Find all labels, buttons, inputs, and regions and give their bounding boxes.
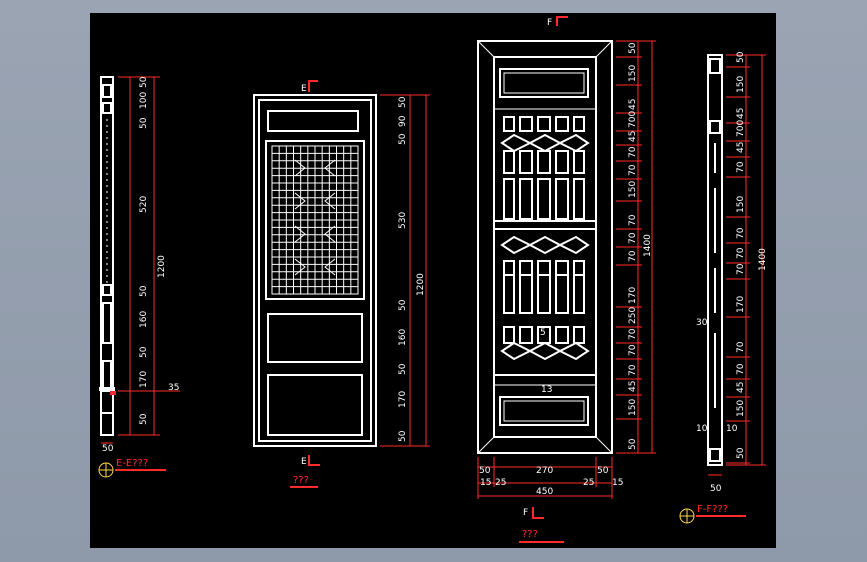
door-dim-0: 50 [398,96,408,108]
window-marker-bottom: F [523,508,528,518]
door-marker-bottom: E [301,457,307,467]
section-right-dim: 50 [736,51,746,63]
window-right-dim: 250 [628,307,638,324]
window-bottom-dim-3: 15 [480,478,491,488]
window-bottom-dim-7: 15 [612,478,623,488]
window-right-dim: 50 [628,42,638,54]
section-right-dim: 70 [736,341,746,353]
section-right-total-height: 1400 [758,248,768,271]
door-label: ??? [293,475,309,486]
section-left-dim-10: 50 [139,413,149,425]
section-right-dim: 150 [736,400,746,417]
window-right-dim: 150 [628,181,638,198]
section-left-dim-6: 160 [139,311,149,328]
section-left-dim-1: 100 [139,92,149,109]
window-right-dim: 700 [628,111,638,128]
section-right-dim-30: 30 [696,318,708,328]
door-dim-4: 1200 [416,273,426,296]
section-left-label: E-E??? [116,458,148,469]
section-left-dim-9: 35 [168,383,179,393]
section-right-dim: 45 [736,142,746,153]
door-dim-1: 90 [398,115,408,127]
section-right-dim: 700 [736,120,746,137]
window-callout-13: 13 [541,385,552,395]
window-elevation: F 50150457004570701507070701702507070704… [477,16,656,543]
door-dim-6: 160 [398,329,408,346]
section-e-e: 50 100 50 520 1200 50 160 50 170 35 50 5… [98,76,180,478]
door-dim-2: 50 [398,133,408,145]
door-dim-9: 50 [398,430,408,442]
window-right-dim: 45 [628,99,638,110]
door-dim-3: 530 [398,212,408,229]
section-right-dim: 45 [736,382,746,393]
section-left-dim-7: 50 [139,346,149,358]
window-marker-top: F [547,18,552,28]
section-right-dim: 150 [736,196,746,213]
door-dim-7: 50 [398,363,408,375]
section-right-label: F-F??? [697,504,728,515]
window-right-dim: 50 [628,438,638,450]
window-right-dim: 70 [628,232,638,244]
window-right-dim: 70 [628,164,638,176]
section-right-dim: 70 [736,227,746,239]
section-right-dim-10a: 10 [696,424,708,434]
section-right-dim: 50 [736,447,746,459]
window-bottom-dim-6: 25 [583,478,594,488]
section-right-dim: 70 [736,363,746,375]
door-dim-8: 170 [398,391,408,408]
section-left-dim-8: 170 [139,371,149,388]
window-right-dim: 70 [628,214,638,226]
section-left-dim-3: 520 [139,196,149,213]
section-right-dim: 70 [736,263,746,275]
section-right-dim: 70 [736,247,746,259]
section-left-dim-5: 50 [139,285,149,297]
section-right-dim: 45 [736,108,746,119]
window-right-dim: 70 [628,344,638,356]
window-bottom-dim-1: 270 [536,466,553,476]
window-total-height: 1400 [643,234,653,257]
window-right-dim: 150 [628,399,638,416]
door-dim-5: 50 [398,299,408,311]
section-right-dim-10b: 10 [726,424,738,434]
window-label: ??? [522,529,538,540]
window-right-dim: 45 [628,131,638,142]
section-left-dim-0: 50 [139,76,149,88]
window-right-dim: 70 [628,250,638,262]
section-left-dim-4: 1200 [157,255,167,278]
section-right-dim: 70 [736,161,746,173]
window-callout-5: 5 [540,328,546,338]
window-bottom-dim-5: 450 [536,487,553,497]
window-right-dim: 170 [628,287,638,304]
window-bottom-dim-0: 50 [479,466,491,476]
section-right-bottom-dim: 50 [710,484,722,494]
door-marker-top: E [301,84,307,94]
window-right-dim: 150 [628,65,638,82]
window-bottom-dim-4: 25 [495,478,506,488]
section-left-dim-2: 50 [139,117,149,129]
cad-drawing-canvas[interactable]: 50 100 50 520 1200 50 160 50 170 35 50 5… [90,13,776,548]
section-left-dim-11: 50 [102,444,114,454]
window-right-dim: 70 [628,328,638,340]
window-bottom-dim-2: 50 [597,466,609,476]
window-right-dim: 45 [628,381,638,392]
window-right-dim: 70 [628,146,638,158]
section-right-dim: 170 [736,296,746,313]
section-right-dim: 150 [736,76,746,93]
door-elevation: E 50 90 50 530 1200 50 160 50 170 50 E ?… [253,80,430,488]
window-right-dim: 70 [628,364,638,376]
